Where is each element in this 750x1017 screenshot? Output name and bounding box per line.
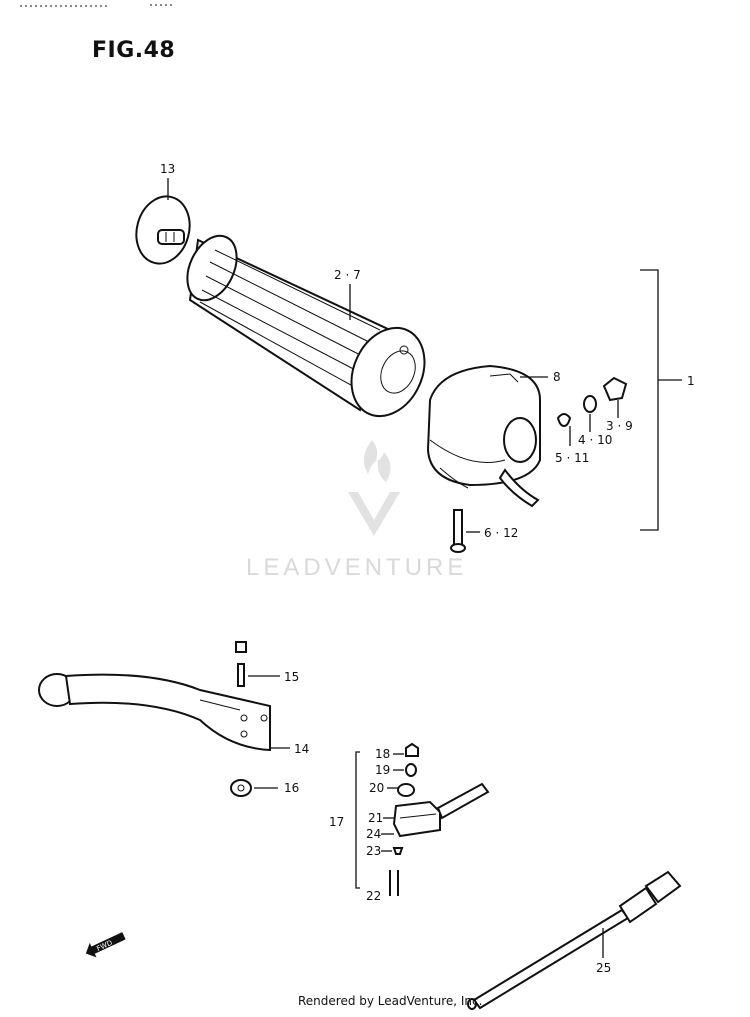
watermark-text: LEADVENTURE [246, 554, 467, 581]
part-6-12-screw [450, 509, 466, 553]
part-25-cable [467, 870, 682, 1010]
watermark-logo-icon [348, 440, 400, 536]
callout-20: 20 [369, 781, 384, 795]
callout-19: 19 [375, 763, 390, 777]
figure-title: FIG.48 [92, 38, 176, 63]
callout-1: 1 [687, 374, 695, 388]
part-8-switch-housing [426, 364, 541, 508]
footer-credit: Rendered by LeadVenture, Inc. [298, 994, 483, 1008]
scan-noise [20, 4, 175, 7]
part-23 [392, 847, 404, 855]
callout-24: 24 [366, 827, 381, 841]
callout-15: 15 [284, 670, 299, 684]
callout-23: 23 [366, 844, 381, 858]
bracket-assembly-1 [640, 269, 682, 531]
part-2-7-grip [186, 234, 426, 418]
callout-14: 14 [294, 742, 309, 756]
callout-2-7: 2 · 7 [334, 268, 361, 282]
part-3-9-clip [602, 376, 628, 402]
part-18 [405, 742, 419, 757]
forward-arrow-icon: FWD [85, 932, 126, 958]
callout-17: 17 [329, 815, 344, 829]
part-22-screws [389, 870, 399, 896]
callout-25: 25 [596, 961, 611, 975]
callout-22: 22 [366, 889, 381, 903]
part-13-plate [135, 195, 191, 265]
bracket-assembly-17 [355, 751, 360, 889]
callout-5-11: 5 · 11 [555, 451, 589, 465]
callout-13: 13 [160, 162, 175, 176]
watermark: LEADVENTURE [246, 440, 467, 581]
callout-6-12: 6 · 12 [484, 526, 518, 540]
part-14-lever [38, 673, 271, 752]
callout-4-10: 4 · 10 [578, 433, 612, 447]
part-21-24-switch [392, 782, 490, 838]
callout-3-9: 3 · 9 [606, 419, 633, 433]
part-19 [405, 763, 417, 777]
part-4-10-washer [583, 395, 597, 413]
part-16-nut [230, 779, 252, 797]
callout-8: 8 [553, 370, 561, 384]
part-20 [397, 783, 415, 797]
callout-21: 21 [368, 811, 383, 825]
part-5-11-screw [556, 413, 572, 428]
part-15-pivot-bolt [235, 641, 247, 687]
callout-16: 16 [284, 781, 299, 795]
callout-18: 18 [375, 747, 390, 761]
fwd-label: FWD [95, 939, 113, 953]
